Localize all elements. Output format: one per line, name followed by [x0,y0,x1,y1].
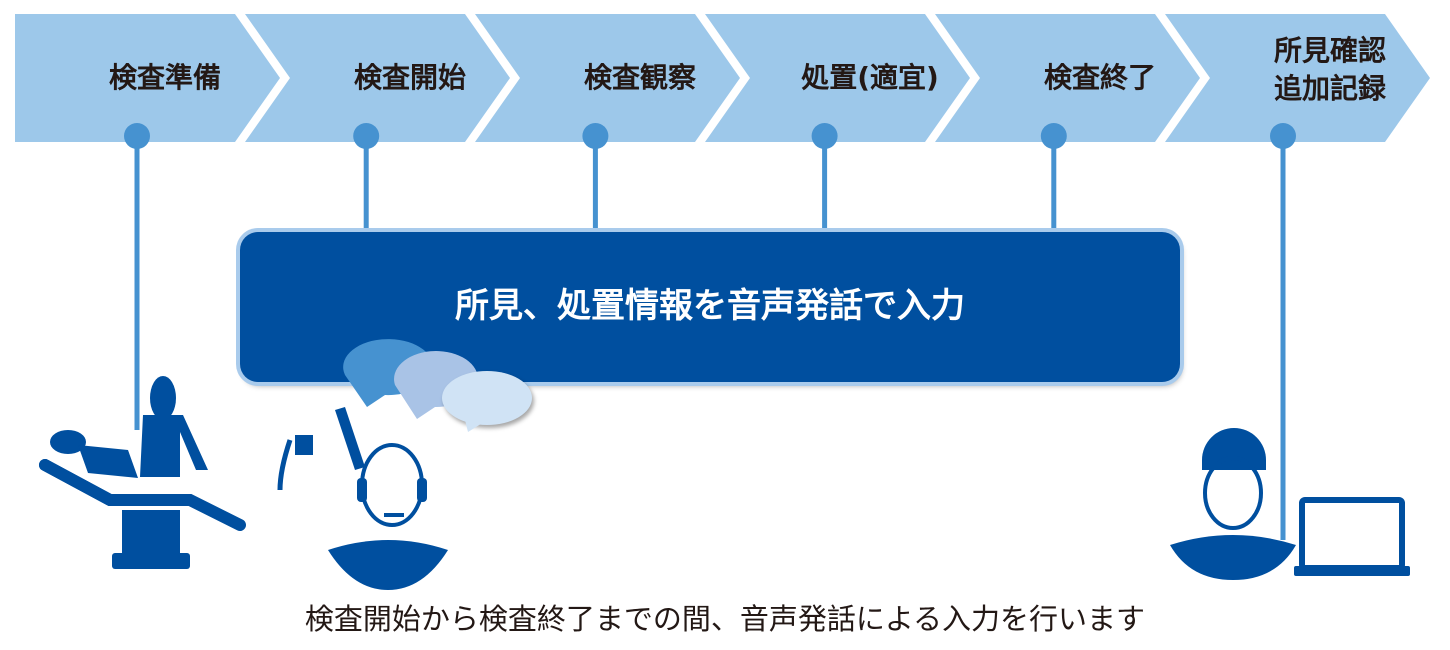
step-chevron [1165,14,1430,142]
step-label: 検査終了 [1043,61,1156,94]
step-chevron [245,14,510,142]
step-dot [124,123,150,149]
step-dot [582,123,609,149]
step-chevron [475,14,740,142]
step-label: 検査準備 [108,61,221,94]
step-chevron [935,14,1200,142]
step-dot [811,123,838,149]
step-label: 処置(適宜) [801,61,939,94]
step-chevron [15,14,280,142]
voice-input-box: 所見、処置情報を音声発話で入力 [240,232,1180,382]
voice-input-text: 所見、処置情報を音声発話で入力 [455,285,965,326]
caption: 検査開始から検査終了までの間、音声発話による入力を行います [304,602,1146,636]
step-dot [1270,123,1296,149]
step-dot [353,123,380,149]
step-dot [1040,123,1067,149]
step-label: 検査観察 [583,61,696,94]
step-label: 検査開始 [353,61,466,94]
step-chevron [705,14,970,142]
step-label: 所見確認 追加記録 [1273,34,1386,105]
